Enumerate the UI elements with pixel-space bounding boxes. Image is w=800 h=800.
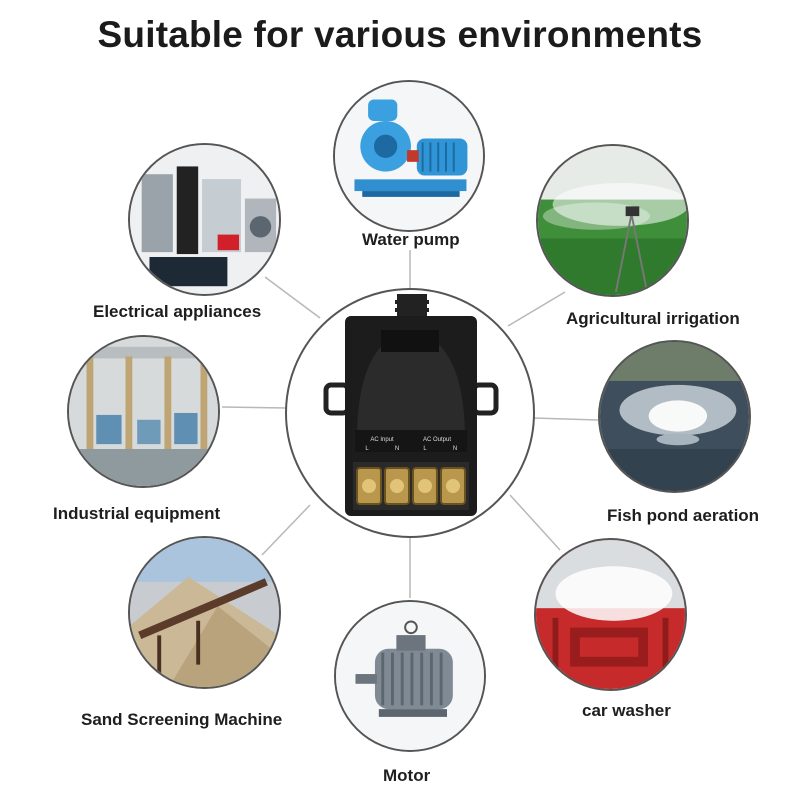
terminal-mark-3: L [423, 446, 427, 452]
label-car-washer: car washer [582, 701, 671, 720]
label-agricultural-irrigation: Agricultural irrigation [566, 309, 740, 328]
motor-image [334, 600, 486, 752]
sand-screening-image [128, 536, 281, 689]
connector-sand-screening [261, 504, 311, 556]
terminal-label-input: AC Input [370, 437, 394, 443]
connector-car-washer [509, 494, 561, 551]
label-industrial-equipment: Industrial equipment [53, 504, 221, 523]
connector-agricultural-irrigation [507, 291, 566, 327]
remote-switch-device: AC Input AC Output L N L N [285, 288, 535, 538]
terminal-mark-4: N [453, 446, 457, 452]
fish-pond-aeration-image [598, 340, 751, 493]
car-washer-image [534, 538, 687, 691]
agricultural-irrigation-image [536, 144, 689, 297]
electrical-appliances-image [128, 143, 281, 296]
label-water-pump: Water pump [362, 230, 460, 249]
page-title: Suitable for various environments [97, 14, 703, 55]
label-electrical-appliances: Electrical appliances [93, 302, 262, 321]
terminal-mark-1: L [365, 446, 369, 452]
connector-electrical [264, 276, 321, 319]
label-sand-screening: Sand Screening Machine [81, 710, 283, 729]
connector-fish-pond [532, 417, 599, 421]
label-motor: Motor [383, 766, 431, 785]
industrial-equipment-image [67, 335, 220, 488]
relay-module-illustration: AC Input AC Output L N L N [323, 294, 499, 516]
label-fish-pond-aeration: Fish pond aeration [607, 506, 760, 525]
terminal-mark-2: N [395, 446, 399, 452]
connector-industrial [221, 406, 288, 409]
water-pump-image [333, 80, 485, 232]
terminal-label-output: AC Output [423, 437, 451, 443]
